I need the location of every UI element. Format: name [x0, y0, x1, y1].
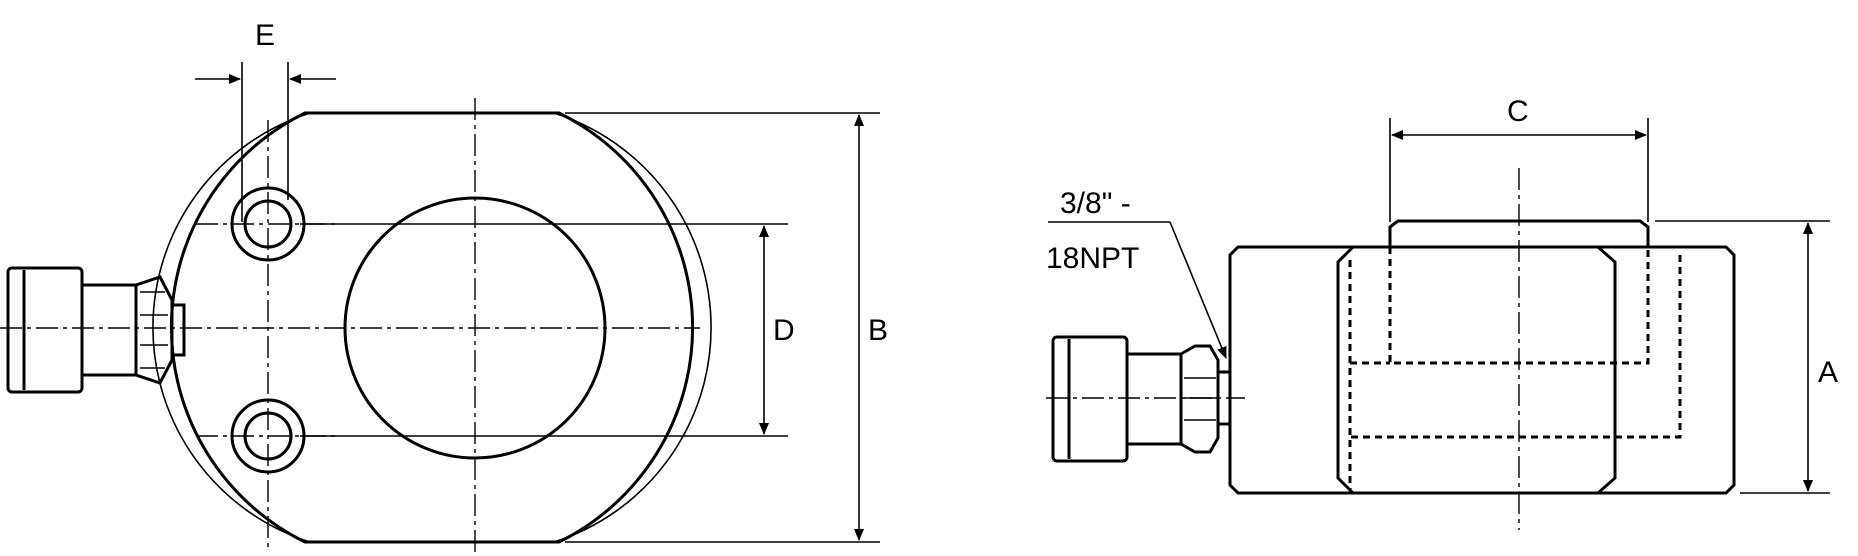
label-b: B	[868, 314, 888, 347]
coupler-fitting	[6, 266, 186, 394]
port-label-line1: 3/8" -	[1060, 187, 1131, 220]
hidden-cylinder	[1348, 255, 1682, 490]
dimension-c	[1389, 118, 1649, 222]
side-view: 3/8" - 18NPT C A	[1046, 95, 1838, 530]
dimension-d	[300, 223, 788, 437]
label-d: D	[773, 314, 795, 347]
top-view: E D B	[0, 19, 888, 556]
coupler-fitting-side	[1051, 335, 1232, 463]
label-e: E	[255, 19, 275, 52]
dimension-a	[1655, 220, 1830, 494]
port-label-line2: 18NPT	[1046, 242, 1139, 275]
dimension-b	[565, 112, 880, 543]
body-section-lines	[1336, 245, 1617, 495]
dimension-e	[195, 62, 336, 222]
label-c: C	[1507, 95, 1529, 128]
cylinder-body	[1228, 245, 1736, 495]
port-leader	[1169, 221, 1227, 359]
body-outline-outer	[169, 111, 695, 544]
label-a: A	[1818, 356, 1838, 389]
